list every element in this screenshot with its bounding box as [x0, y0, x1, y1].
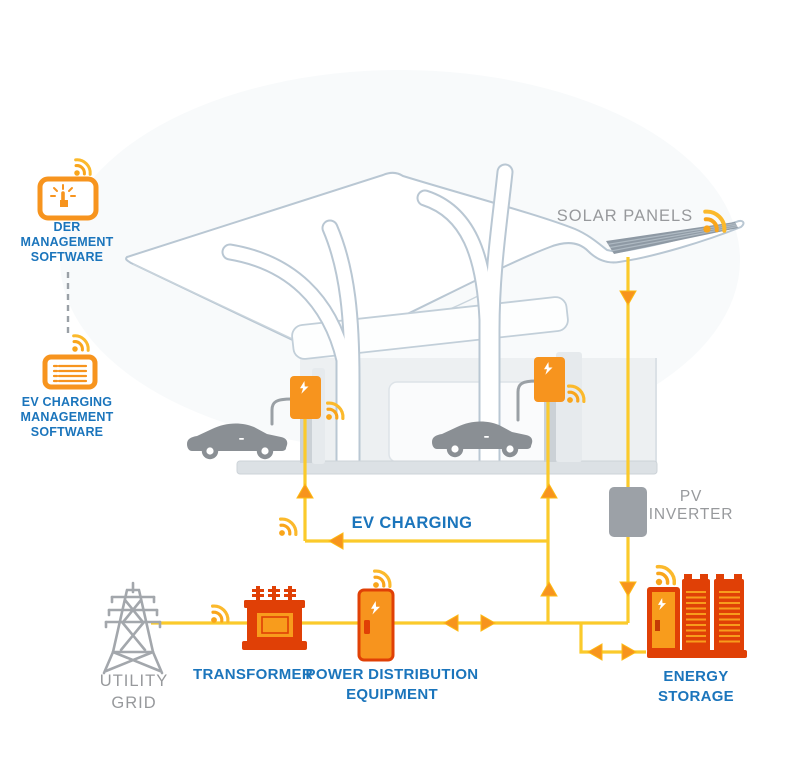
- canopy-pillar-rear: [416, 163, 514, 469]
- wifi-icon: [202, 600, 234, 632]
- energy-storage-label: ENERGY: [663, 668, 728, 685]
- bay-door: [388, 381, 558, 463]
- der-software-label: MANAGEMENT: [21, 235, 114, 249]
- der-software-label: DER: [54, 220, 81, 234]
- ev-software-label: SOFTWARE: [31, 425, 103, 439]
- power-distribution-label: POWER DISTRIBUTION: [306, 666, 479, 683]
- utility-grid-icon: [102, 581, 164, 675]
- ev-charger-left: [270, 368, 325, 464]
- wifi-icon: [270, 513, 302, 545]
- wifi-icon: [64, 330, 94, 360]
- power-distribution-icon: [357, 588, 395, 662]
- utility-grid-label: GRID: [111, 694, 156, 712]
- energy-storage-label: STORAGE: [658, 688, 734, 705]
- der-software-label: SOFTWARE: [31, 250, 103, 264]
- pv-inverter-box: [609, 487, 647, 537]
- ev-software-label: MANAGEMENT: [21, 410, 114, 424]
- pv-inverter-label: INVERTER: [649, 506, 734, 523]
- transformer-icon: [242, 586, 307, 650]
- canopy-pillar-front: [221, 219, 361, 469]
- solar-panels-label: SOLAR PANELS: [557, 207, 693, 225]
- charging-station-canopy: [60, 70, 745, 475]
- pv-inverter-label: PV: [680, 488, 702, 505]
- ev-software-icon: [42, 354, 98, 390]
- ev-software-label: EV CHARGING: [22, 395, 112, 409]
- utility-grid-label: UTILITY: [100, 672, 168, 690]
- energy-storage-icon: [647, 574, 747, 658]
- der-software-icon: [37, 176, 99, 221]
- power-distribution-label: EQUIPMENT: [346, 686, 438, 703]
- transformer-label: TRANSFORMER: [193, 666, 313, 683]
- base-platform: [236, 460, 658, 475]
- ev-charging-label: EV CHARGING: [352, 514, 473, 532]
